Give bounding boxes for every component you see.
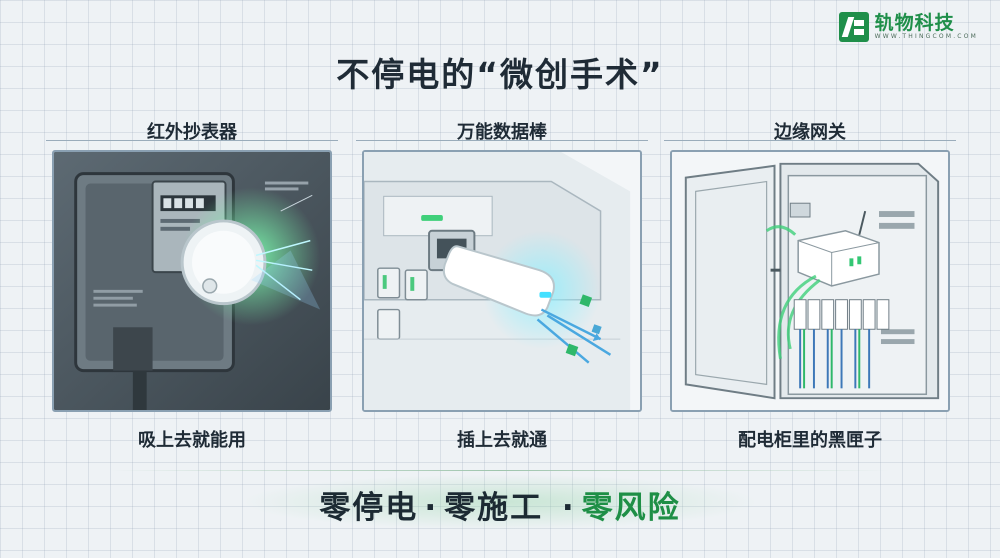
usb-data-stick-illustration <box>362 150 642 412</box>
panel-caption: 配电柜里的黑匣子 <box>738 430 882 451</box>
brand-name: 轨物科技 <box>874 12 955 34</box>
panel-data-stick: 万能数据棒 <box>356 118 648 451</box>
page-title: 不停电的“微创手术” <box>336 55 664 94</box>
slogan-separator: · <box>424 490 439 526</box>
slogan-part-2: 零施工 <box>444 490 544 526</box>
brand-logo: 轨物科技 WWW.THINGCOM.COM <box>838 12 978 42</box>
panel-label: 边缘网关 <box>774 122 846 143</box>
panel-label: 红外抄表器 <box>147 122 237 143</box>
edge-gateway-cabinet-illustration <box>670 150 950 412</box>
panel-edge-gateway: 边缘网关 <box>664 118 956 451</box>
brand-logo-icon <box>838 12 869 42</box>
brand-url: WWW.THINGCOM.COM <box>874 33 978 40</box>
slogan-part-1: 零停电 <box>319 490 419 526</box>
panel-label: 万能数据棒 <box>457 122 547 143</box>
slogan-part-3: 零风险 <box>581 490 681 526</box>
infrared-meter-reader-illustration <box>52 150 332 412</box>
panel-caption: 插上去就通 <box>457 430 547 451</box>
slogan-divider <box>110 470 890 471</box>
slogan: 零停电·零施工 ·零风险 <box>0 482 1000 527</box>
slogan-separator: · <box>561 490 576 526</box>
slogan-glow <box>240 474 760 530</box>
panel-caption: 吸上去就能用 <box>138 430 246 451</box>
panel-infrared-reader: 红外抄表器 <box>46 118 338 451</box>
